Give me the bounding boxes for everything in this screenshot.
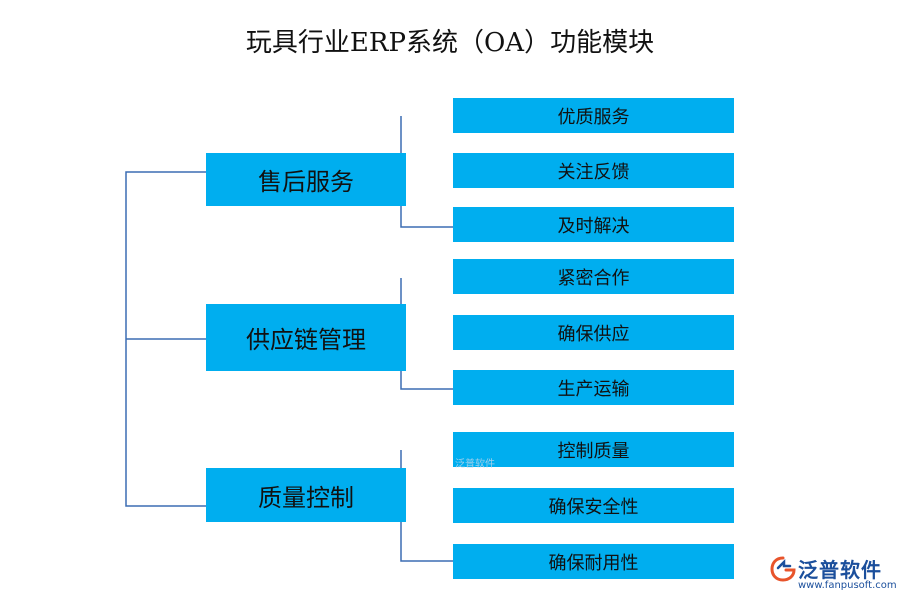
- sub-box-ensure-safety: 确保安全性: [453, 488, 734, 523]
- sub-box-follow-feedback: 关注反馈: [453, 153, 734, 188]
- brand-logo-icon: [770, 556, 796, 582]
- main-box-quality-control: 质量控制: [206, 468, 406, 522]
- sub-box-ensure-supply: 确保供应: [453, 315, 734, 350]
- main-box-supply-chain: 供应链管理: [206, 304, 406, 371]
- sub-box-production-transport: 生产运输: [453, 370, 734, 405]
- trunk-line: [125, 171, 206, 507]
- sub-box-ensure-durability: 确保耐用性: [453, 544, 734, 579]
- brand-logo: 泛普软件 www.fanpusoft.com: [768, 552, 897, 596]
- brand-logo-url: www.fanpusoft.com: [798, 580, 897, 591]
- branch-line-1: [400, 116, 453, 228]
- watermark-text: 泛普软件: [455, 459, 495, 470]
- sub-box-control-quality: 控制质量: [453, 432, 734, 467]
- sub-box-close-cooperation: 紧密合作: [453, 259, 734, 294]
- diagram-title: 玩具行业ERP系统（OA）功能模块: [245, 28, 655, 58]
- branch-line-3: [400, 450, 453, 562]
- sub-box-quality-service: 优质服务: [453, 98, 734, 133]
- main-box-after-sales: 售后服务: [206, 153, 406, 206]
- branch-line-2: [400, 278, 453, 390]
- brand-logo-name: 泛普软件: [798, 558, 882, 582]
- sub-box-timely-resolve: 及时解决: [453, 207, 734, 242]
